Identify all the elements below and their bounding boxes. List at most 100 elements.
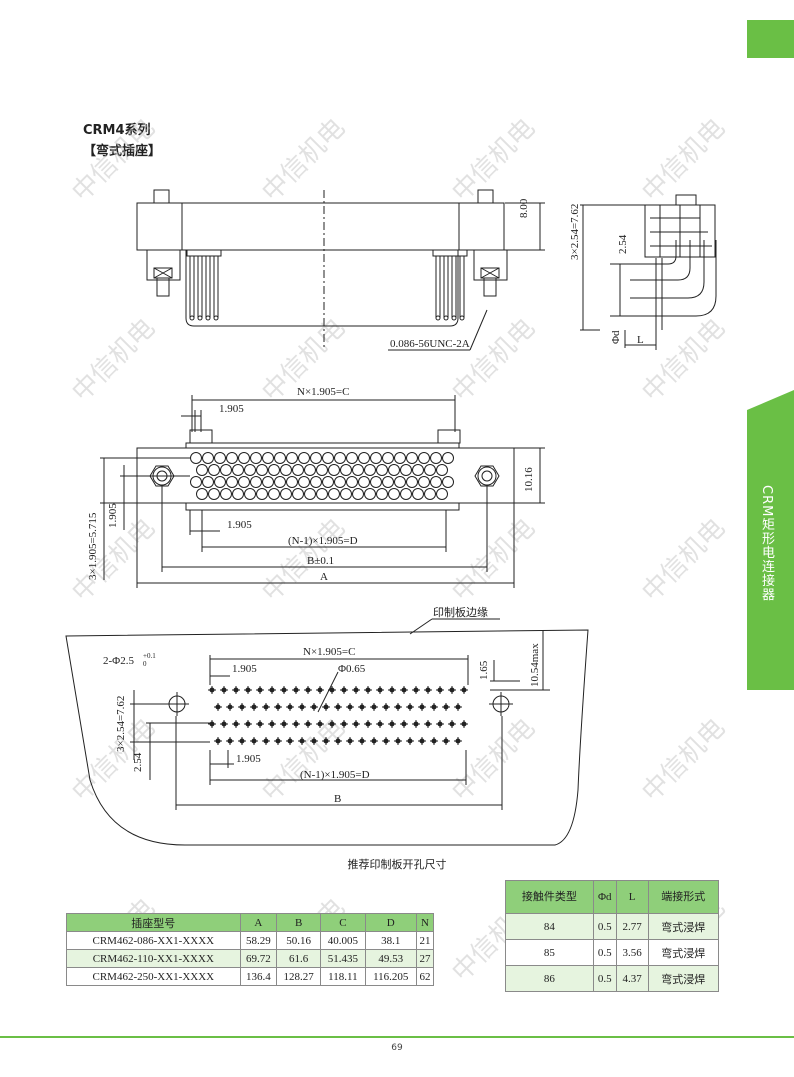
model-table-cell: 58.29: [239, 931, 278, 950]
contact-hole: [262, 452, 274, 464]
contact-hole: [412, 488, 424, 500]
contact-hole: [400, 464, 412, 476]
hole-tol-lower: 0: [143, 660, 147, 668]
contact-pin-tip: [459, 315, 465, 321]
contact-table-cell: 0.5: [592, 965, 617, 992]
contact-hole: [196, 488, 208, 500]
contact-hole: [358, 476, 370, 488]
contact-hole: [202, 476, 214, 488]
n1-pitch-d-label: (N-1)×1.905=D: [288, 535, 358, 547]
contact-hole: [280, 464, 292, 476]
model-table-cell: 21: [415, 931, 435, 950]
plan-view: [100, 395, 545, 588]
contact-hole: [262, 476, 274, 488]
side-tab-label: CRM矩形电连接器: [759, 485, 774, 602]
hole-tol-upper: +0.1: [143, 652, 156, 660]
contact-hole: [190, 452, 202, 464]
contact-hole: [388, 464, 400, 476]
contact-pin-tip: [205, 315, 211, 321]
a-label: A: [320, 571, 328, 583]
model-table-header-cell: B: [276, 913, 322, 932]
dim-5-715-label: 3×1.905=5.715: [87, 512, 99, 580]
technical-drawing: 8.00 0.086-56UNC-2A 3×2.54=7.: [65, 189, 717, 846]
contact-hole: [238, 452, 250, 464]
contact-table-cell: 4.37: [615, 965, 649, 992]
contact-hole: [370, 476, 382, 488]
pcb-n-pitch-c-label: N×1.905=C: [303, 646, 355, 658]
contact-hole: [268, 488, 280, 500]
model-table-header-cell: C: [320, 913, 366, 932]
contact-hole: [418, 476, 430, 488]
contact-hole: [328, 464, 340, 476]
contact-hole: [304, 464, 316, 476]
pcb-caption: 推荐印制板开孔尺寸: [347, 858, 447, 871]
contact-table-header-cell: Φd: [592, 880, 617, 914]
model-table-cell: 38.1: [364, 931, 417, 950]
contact-hole: [208, 488, 220, 500]
contact-hole: [292, 488, 304, 500]
model-table-cell: 27: [415, 949, 435, 968]
thread-label: 0.086-56UNC-2A: [390, 338, 470, 350]
contact-hole: [208, 464, 220, 476]
contact-hole: [322, 452, 334, 464]
footer-divider: [0, 1036, 794, 1038]
contact-hole: [364, 464, 376, 476]
section-title: 【弯式插座】: [83, 144, 162, 159]
contact-hole: [250, 476, 262, 488]
contact-hole: [310, 452, 322, 464]
contact-pin-tip: [443, 315, 449, 321]
contact-pin-tip: [451, 315, 457, 321]
dim-2-54-label: 2.54: [617, 234, 629, 254]
contact-hole: [430, 476, 442, 488]
contact-hole: [226, 476, 238, 488]
contact-table-cell: 85: [505, 939, 594, 966]
contact-hole: [274, 452, 286, 464]
contact-table-cell: 3.56: [615, 939, 649, 966]
model-table-cell: 40.005: [320, 931, 366, 950]
contact-hole: [412, 464, 424, 476]
page-number: 69: [391, 1043, 403, 1053]
contact-hole: [418, 452, 430, 464]
contact-hole: [442, 476, 454, 488]
contact-hole: [274, 476, 286, 488]
contact-hole: [214, 452, 226, 464]
contact-hole: [304, 488, 316, 500]
contact-hole: [382, 476, 394, 488]
contact-hole: [430, 452, 442, 464]
pcb-b-label: B: [334, 793, 341, 805]
contact-hole: [424, 488, 436, 500]
dim-10-16-label: 10.16: [523, 467, 535, 492]
contact-hole: [364, 488, 376, 500]
model-table-cell: CRM462-086-XX1-XXXX: [66, 931, 241, 950]
contact-hole: [316, 488, 328, 500]
side-tab: [747, 390, 794, 690]
contact-table-cell: 2.77: [615, 913, 649, 940]
contact-hole: [298, 476, 310, 488]
contact-hole: [232, 464, 244, 476]
contact-hole: [358, 452, 370, 464]
model-table-cell: 50.16: [276, 931, 322, 950]
b-tol-label: B±0.1: [307, 555, 334, 567]
side-view: [580, 194, 717, 350]
model-table-cell: 136.4: [239, 967, 278, 986]
model-table-header-cell: N: [415, 913, 435, 932]
phi-0-65-label: Φ0.65: [338, 663, 366, 675]
contact-hole: [370, 452, 382, 464]
model-table-cell: 128.27: [276, 967, 322, 986]
contact-hole: [310, 476, 322, 488]
front-view: [136, 189, 545, 351]
contact-hole: [394, 476, 406, 488]
contact-hole: [334, 452, 346, 464]
contact-hole: [244, 464, 256, 476]
pcb-layout: [65, 618, 589, 846]
contact-hole: [376, 464, 388, 476]
model-table-cell: CRM462-110-XX1-XXXX: [66, 949, 241, 968]
pcb-dim-7-62-label: 3×2.54=7.62: [115, 696, 127, 752]
